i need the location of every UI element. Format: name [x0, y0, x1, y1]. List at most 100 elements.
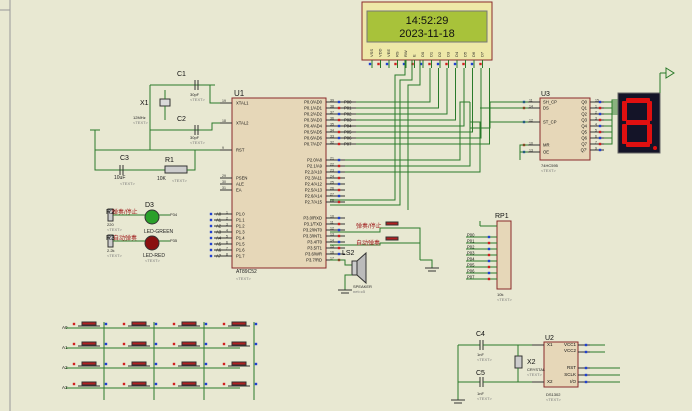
- keypad-button[interactable]: [181, 321, 197, 326]
- keypad-button[interactable]: [81, 341, 97, 346]
- keypad-button[interactable]: [131, 341, 147, 346]
- pin-marker: [487, 259, 491, 263]
- shift-pin-label: Q0: [581, 100, 587, 105]
- pin-marker: [584, 373, 588, 377]
- mcu-pin-num: 25: [330, 181, 334, 185]
- mcu-pin-num: 22: [330, 163, 334, 167]
- shift-pin-num: 2: [595, 111, 597, 115]
- lcd-line-1: 14:52:29: [406, 15, 449, 27]
- keypad-button[interactable]: [131, 321, 147, 326]
- pin-marker: [598, 112, 602, 116]
- keypad-button[interactable]: [231, 361, 247, 366]
- rtc-pin-label: I/O: [570, 379, 577, 384]
- pin-marker: [209, 230, 213, 234]
- pin-marker: [598, 130, 602, 134]
- c4-ref: C4: [476, 331, 485, 338]
- mcu-p1-label: P1.0: [236, 212, 245, 217]
- pin-marker: [72, 362, 76, 366]
- mcu-p1-label: P1.2: [236, 224, 245, 229]
- pin-marker: [487, 271, 491, 275]
- rtc-pin-label: X1: [547, 342, 553, 347]
- keypad-button[interactable]: [181, 361, 197, 366]
- mcu-pin-num: 29: [222, 174, 226, 178]
- keypad-row-label: A3: [62, 385, 68, 390]
- pin-marker: [154, 322, 158, 326]
- shift-register-chip[interactable]: U3 74HC595 <TEXT> SH_CP11DS14ST_CP12MR10…: [522, 91, 618, 173]
- seven-segment-display[interactable]: [617, 67, 675, 154]
- mcu-pin-label: EA: [236, 188, 242, 193]
- mcu-chip[interactable]: U1 AT89C52 <TEXT> XTAL119XTAL218RST9PSEN…: [209, 89, 356, 281]
- pin-marker: [154, 382, 158, 386]
- shift-pin-num: 4: [595, 123, 597, 127]
- keypad-button[interactable]: [181, 341, 197, 346]
- button-auto-play[interactable]: [385, 236, 399, 241]
- d2-net: P35: [170, 238, 178, 243]
- led-red[interactable]: [144, 235, 160, 251]
- mcu-p0-label: P0.1/AD1: [304, 106, 323, 111]
- pin-marker: [209, 248, 213, 252]
- reset-circuit[interactable]: [90, 129, 220, 175]
- pin-marker: [584, 350, 588, 354]
- mcu-pin-num: 15: [330, 245, 334, 249]
- led-indicators[interactable]: [107, 208, 170, 251]
- mcu-p0-net: P03: [344, 118, 352, 123]
- rp1-net-label: P00: [467, 233, 475, 238]
- pin-marker: [584, 380, 588, 384]
- pin-marker: [337, 118, 341, 122]
- mcu-ref: U1: [234, 89, 245, 98]
- mcu-p1-net: A3: [216, 230, 222, 235]
- keypad-button[interactable]: [81, 321, 97, 326]
- mcu-p1-label: P1.4: [236, 236, 245, 241]
- led-green[interactable]: [144, 209, 160, 225]
- rtc-wires: [451, 340, 620, 404]
- shift-pin-num: 12: [529, 119, 533, 123]
- mcu-p0-label: P0.4/AD4: [304, 124, 323, 129]
- button-play-stop[interactable]: [385, 221, 399, 226]
- keypad-button[interactable]: [81, 361, 97, 366]
- pin-marker: [204, 362, 208, 366]
- keypad-button[interactable]: [131, 381, 147, 386]
- c2-ref: C2: [177, 116, 186, 123]
- pin-marker: [337, 234, 341, 238]
- mcu-pin-num: 2: [226, 217, 228, 221]
- keypad-button[interactable]: [231, 321, 247, 326]
- mcu-pin-num: 37: [330, 111, 334, 115]
- pin-marker: [487, 247, 491, 251]
- speaker[interactable]: [330, 251, 367, 294]
- pin-marker: [72, 322, 76, 326]
- keypad-button[interactable]: [81, 381, 97, 386]
- control-buttons[interactable]: [330, 221, 439, 272]
- mcu-pin-label: RST: [236, 148, 245, 153]
- r3-tag: 自动弹奏: [113, 234, 137, 242]
- shift-pin-label: Q7: [581, 142, 587, 147]
- pin-marker: [337, 100, 341, 104]
- d3-ref: D3: [145, 202, 154, 209]
- rp1-net-label: P02: [467, 245, 475, 250]
- keypad-button[interactable]: [231, 381, 247, 386]
- shift-pin-num: 5: [595, 129, 597, 133]
- r1-val: 10K: [157, 176, 167, 182]
- oscillator-circuit[interactable]: [149, 80, 220, 150]
- lcd-pin-label: D6: [471, 51, 476, 57]
- keypad-button[interactable]: [231, 341, 247, 346]
- u3-sub: <TEXT>: [541, 168, 557, 173]
- mcu-p3-label: P3.6/WR: [305, 252, 322, 257]
- keypad-button[interactable]: [181, 381, 197, 386]
- mcu-p0-label: P0.5/AD5: [304, 130, 323, 135]
- mcu-pin-num: 24: [330, 175, 334, 179]
- pin-marker: [337, 188, 341, 192]
- pin-marker: [209, 254, 213, 258]
- shift-pin-label: DS: [543, 106, 549, 111]
- keypad-button[interactable]: [131, 361, 147, 366]
- rp1-val: 10k: [497, 292, 503, 297]
- pin-marker: [462, 62, 465, 66]
- mcu-pin-num: 38: [330, 105, 334, 109]
- pin-marker: [337, 182, 341, 186]
- x1-sub: <TEXT>: [133, 120, 149, 125]
- pin-marker: [209, 218, 213, 222]
